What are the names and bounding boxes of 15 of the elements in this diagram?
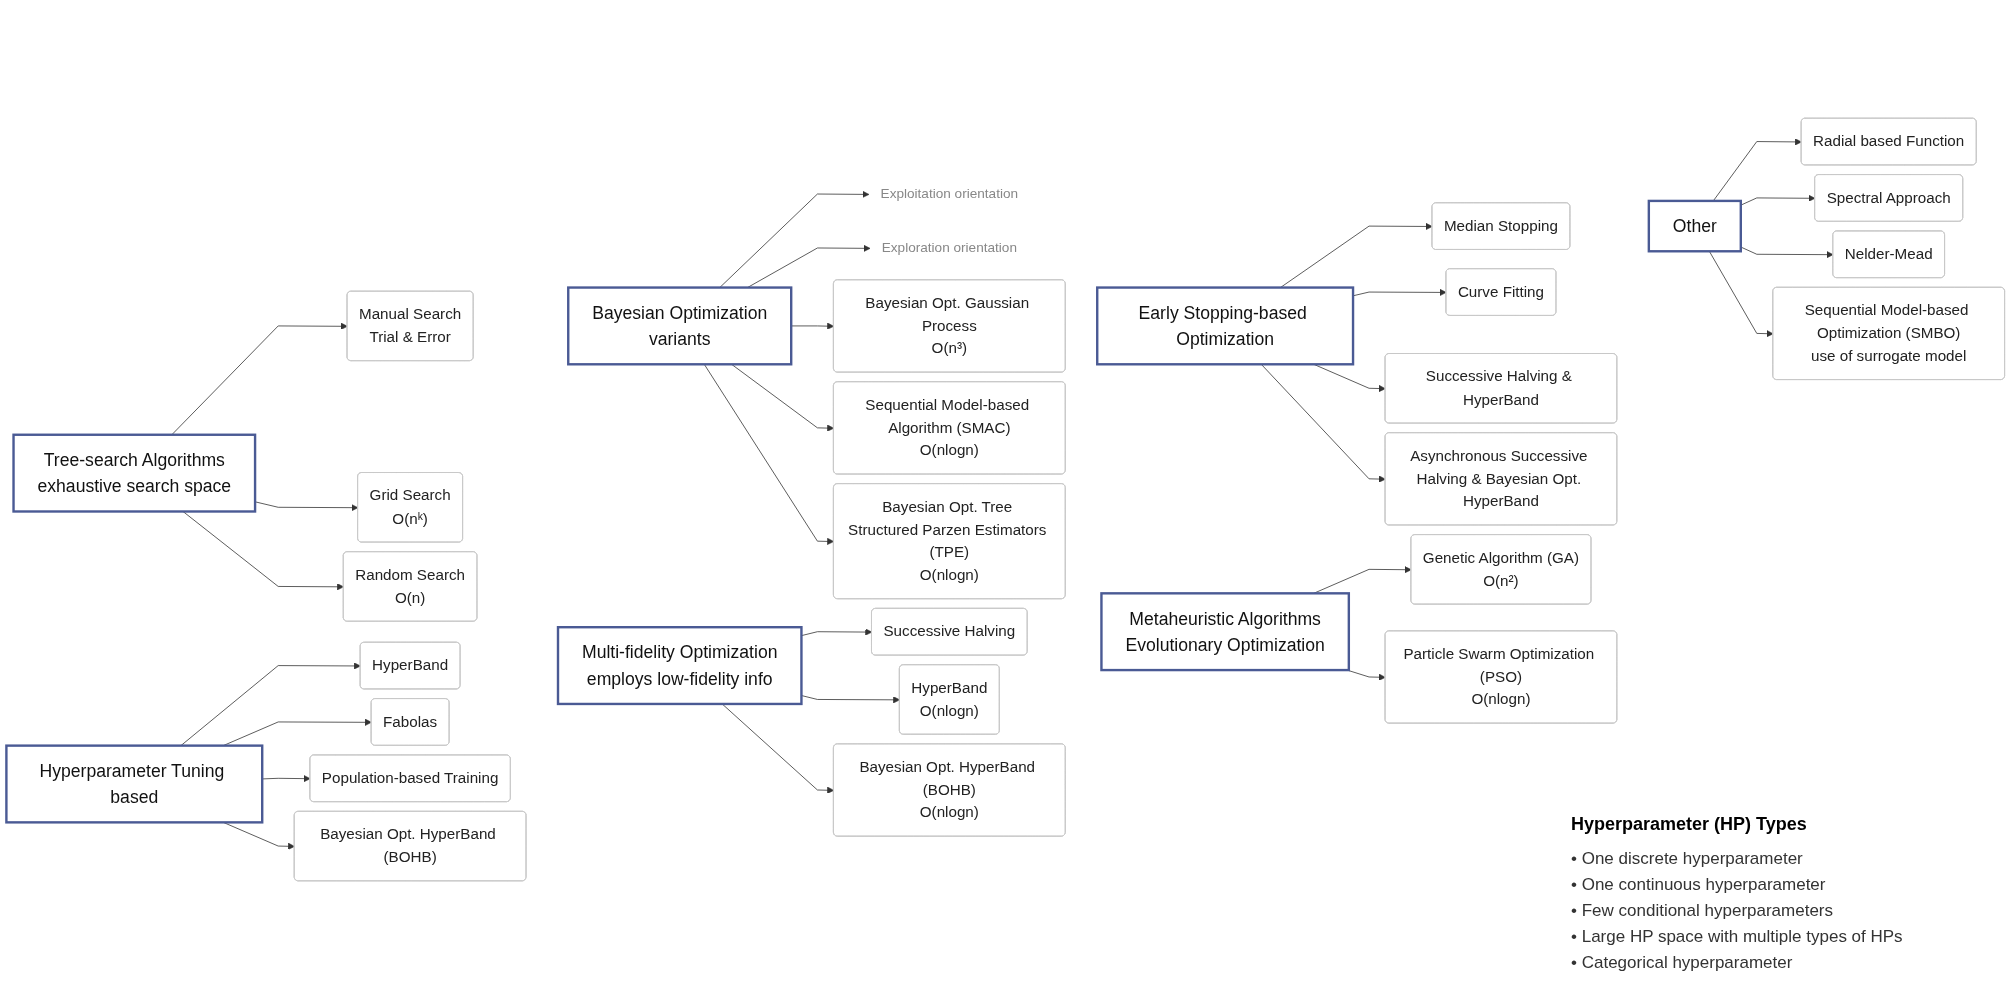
list-item: • Few conditional hyperparameters [1571, 901, 1835, 921]
list-item: • One discrete hyperparameter [1571, 849, 1804, 869]
node-box: Bayesian Optimization variants [567, 286, 793, 366]
node-box: Multi-fidelity Optimization employs low-fidelity info [556, 626, 803, 706]
list-item: • Large HP space with multiple types of HPs [1571, 927, 1904, 947]
list-heading: Hyperparameter (HP) Types [1571, 814, 1807, 835]
node-box: Other [1647, 199, 1742, 253]
node-box: Hyperparameter Tuning based [5, 744, 264, 824]
node-box: Early Stopping-based Optimization [1096, 286, 1355, 366]
list-item: • One continuous hyperparameter [1571, 875, 1827, 895]
node-text: Exploitation orientation [880, 186, 1019, 202]
node-box: Tree-search Algorithms exhaustive search space [12, 433, 257, 513]
node-text: Exploration orientation [881, 240, 1017, 256]
node-box: Metaheuristic Algorithms Evolutionary Optimization [1100, 592, 1351, 672]
list-item: • Categorical hyperparameter [1571, 953, 1794, 973]
